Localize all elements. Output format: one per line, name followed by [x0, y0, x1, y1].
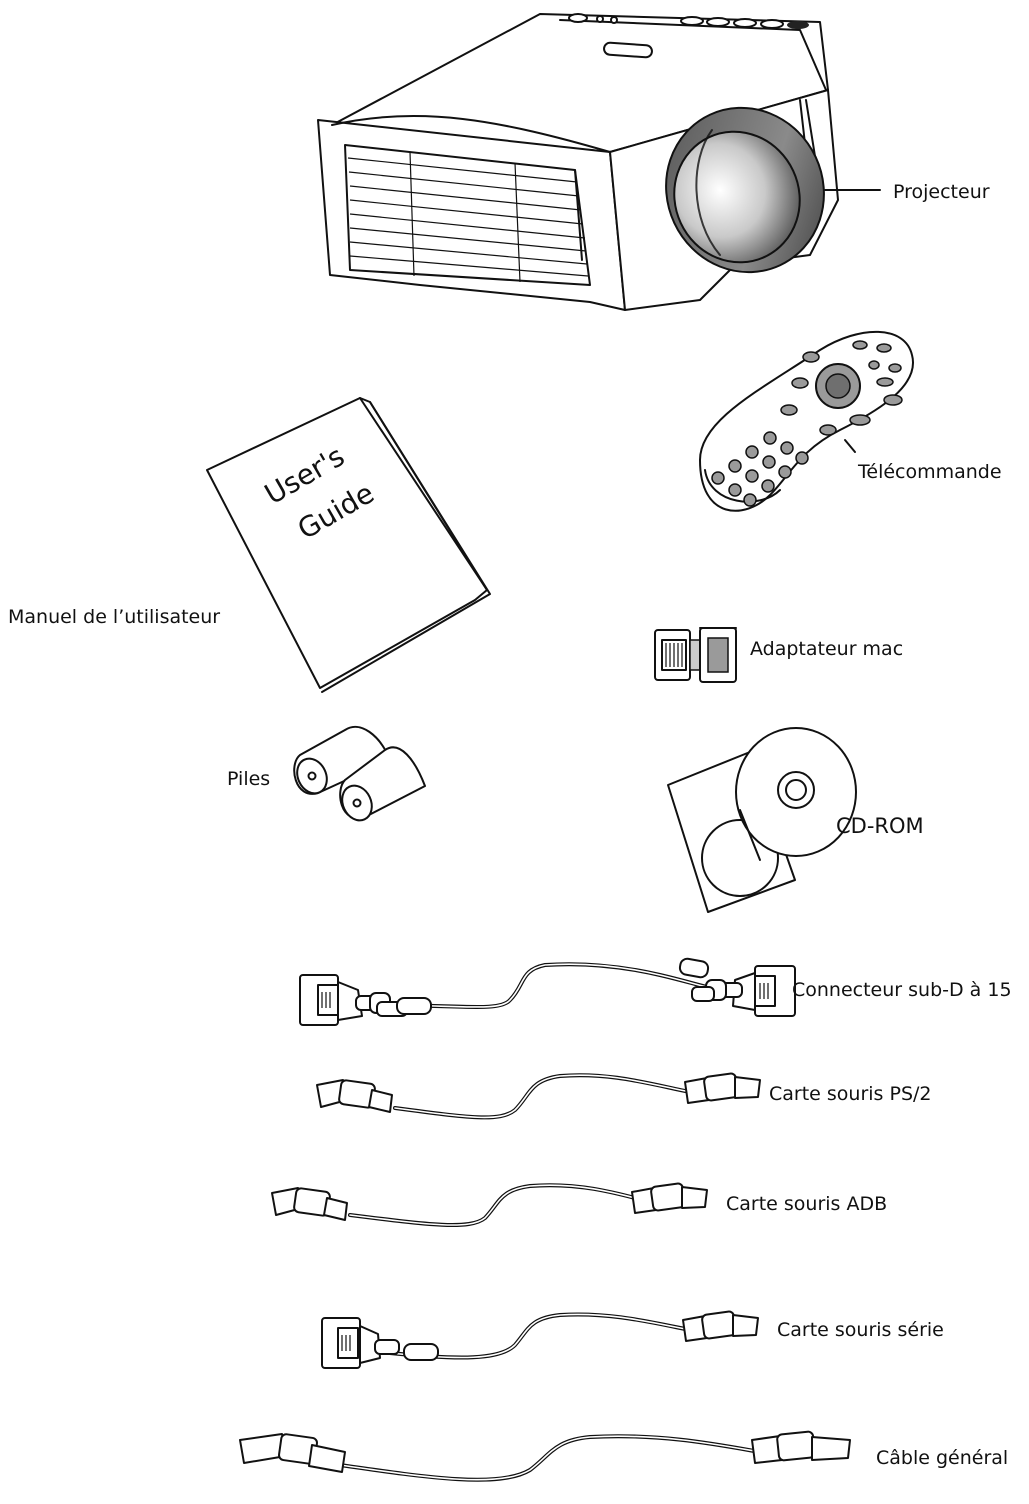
cdrom-label: CD-ROM [836, 814, 924, 838]
manual-label: Manuel de l’utilisateur [8, 606, 221, 628]
ps2-cable-label: Carte souris PS/2 [769, 1083, 932, 1105]
general-cable-label: Câble général [876, 1447, 1009, 1469]
serial-cable-label: Carte souris série [777, 1319, 944, 1341]
remote-illustration [699, 330, 915, 512]
mac-adapter-illustration [654, 627, 737, 683]
vga-cable-label: Connecteur sub-D à 15 [792, 979, 1012, 1001]
general-cable-illustration [239, 1430, 851, 1482]
vga-cable-illustration [299, 957, 796, 1026]
adb-cable-illustration [271, 1182, 708, 1228]
serial-cable-illustration [321, 1310, 759, 1369]
ps2-cable-illustration [316, 1072, 761, 1120]
mac-adapter-label: Adaptateur mac [750, 638, 904, 660]
batteries-illustration [293, 725, 426, 822]
batteries-label: Piles [227, 768, 271, 790]
projector-label: Projecteur [893, 181, 990, 203]
cdrom-illustration [667, 727, 857, 913]
remote-label: Télécommande [858, 461, 1002, 483]
projector-illustration [317, 13, 881, 311]
manual-illustration: User's Guide [206, 397, 491, 693]
adb-cable-label: Carte souris ADB [726, 1193, 888, 1215]
